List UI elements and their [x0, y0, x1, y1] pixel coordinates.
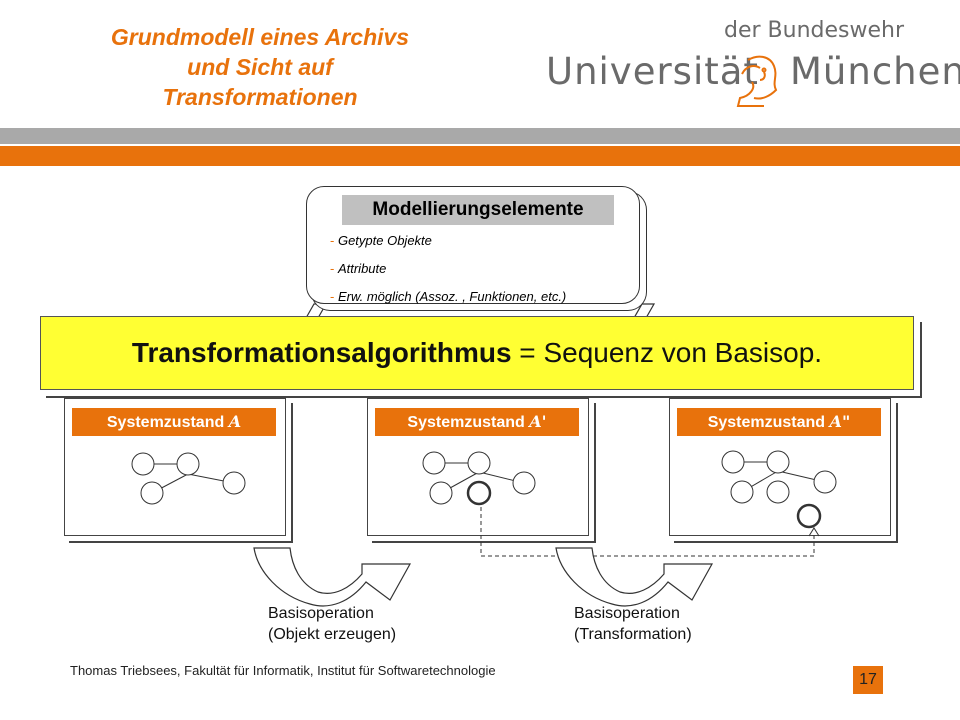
- operation-caption-2: Basisoperation (Transformation): [574, 605, 692, 643]
- transformation-term: Transformationsalgorithmus: [131, 337, 512, 368]
- title-line-3: Transformationen: [162, 84, 358, 110]
- logo-universitaet: Universität: [546, 50, 759, 93]
- system-state-label-a-prime: Systemzustand A': [375, 408, 579, 436]
- logo-muenchen: München: [790, 50, 960, 93]
- system-state-label-a-double-prime: Systemzustand A": [677, 408, 881, 436]
- model-item: - Erw. möglich (Assoz. , Funktionen, etc…: [330, 289, 567, 304]
- curved-arrow-icon: [253, 547, 412, 607]
- model-item-text: Getypte Objekte: [337, 233, 432, 248]
- state-symbol: A': [529, 412, 547, 431]
- state-symbol: A": [829, 412, 851, 431]
- system-state-label-a: Systemzustand A: [72, 408, 276, 436]
- title-line-2: und Sicht auf: [187, 54, 333, 80]
- model-item: - Getypte Objekte: [330, 233, 432, 248]
- model-item: - Attribute: [330, 261, 387, 276]
- page-number: 17: [853, 666, 883, 694]
- slide-title: Grundmodell eines Archivs und Sicht auf …: [40, 22, 480, 112]
- model-item-text: Erw. möglich (Assoz. , Funktionen, etc.): [337, 289, 567, 304]
- transformation-banner: Transformationsalgorithmus = Sequenz von…: [40, 316, 914, 390]
- transformation-definition: = Sequenz von Basisop.: [511, 337, 823, 368]
- athena-logo-icon: [736, 55, 778, 107]
- operation-caption-1: Basisoperation (Objekt erzeugen): [268, 605, 397, 643]
- curved-arrow-icon: [555, 547, 714, 607]
- footer-author: Thomas Triebsees, Fakultät für Informati…: [70, 663, 496, 678]
- header-bar-gray: [0, 128, 960, 144]
- model-elements-heading: Modellierungselemente: [342, 195, 614, 225]
- state-symbol: A: [228, 412, 242, 431]
- model-item-text: Attribute: [337, 261, 387, 276]
- logo-subtitle: der Bundeswehr: [724, 18, 904, 43]
- title-line-1: Grundmodell eines Archivs: [110, 24, 410, 50]
- header-bar-orange: [0, 146, 960, 166]
